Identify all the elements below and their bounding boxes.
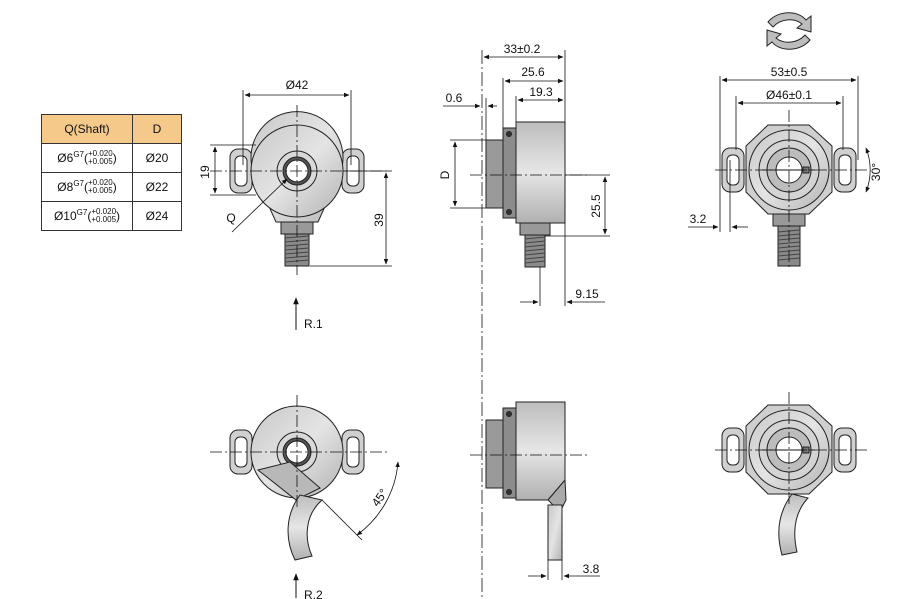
tol-upper: +0.020 xyxy=(87,178,113,188)
tolerance: (+0.020+0.005) xyxy=(87,207,121,225)
tol-upper: +0.020 xyxy=(87,149,113,159)
dim-right-30: 30° xyxy=(869,163,883,181)
dim-side-25-5: 25.5 xyxy=(589,194,603,218)
dim-side-25-6: 25.6 xyxy=(521,65,545,79)
dim-right-53: 53±0.5 xyxy=(771,65,808,79)
cable xyxy=(778,493,809,556)
tolerance: (+0.020+0.005) xyxy=(83,178,117,196)
cable-gland xyxy=(256,461,321,501)
rear-view-dims xyxy=(688,76,871,270)
dim-side-33: 33±0.2 xyxy=(504,42,541,56)
ccw-arrow-icon xyxy=(766,29,811,50)
cable xyxy=(547,504,563,561)
side-view-top xyxy=(485,121,566,268)
rear-view-bottom xyxy=(721,404,857,556)
dim-side-3-8: 3.8 xyxy=(583,562,600,576)
dim-side-d: D xyxy=(438,170,452,179)
rotation-arrows xyxy=(766,12,812,50)
side-view-dims xyxy=(443,50,610,599)
fit-class: G7 xyxy=(73,178,84,188)
cw-arrow-icon xyxy=(767,12,812,33)
dim-side-9-15: 9.15 xyxy=(575,287,599,301)
mounting-flange xyxy=(502,407,517,499)
housing xyxy=(515,121,566,224)
dim-angle-45: 45° xyxy=(369,486,391,509)
tol-upper: +0.020 xyxy=(91,207,117,217)
dim-side-19-3: 19.3 xyxy=(529,85,553,99)
dim-front-39: 39 xyxy=(372,213,386,227)
table-cell-d: Ø24 xyxy=(132,201,182,231)
tolerance: (+0.020+0.005) xyxy=(83,149,117,167)
side-view-bottom xyxy=(485,401,567,561)
shaft-diameter: Ø10 xyxy=(53,208,77,223)
table-cell-d: Ø20 xyxy=(132,143,182,173)
shaft-diameter: Ø6 xyxy=(57,150,74,165)
shaft-size-table: Q(Shaft) D Ø6G7(+0.020+0.005) Ø20 Ø8G7(+… xyxy=(41,114,182,231)
front-view-dims xyxy=(210,90,392,275)
dim-front-q: Q xyxy=(226,211,235,225)
table-header-row: Q(Shaft) D xyxy=(41,114,182,144)
cable xyxy=(287,494,324,561)
table-header-q: Q(Shaft) xyxy=(41,114,133,144)
side-view-bottom-dims xyxy=(470,454,600,580)
table-cell-q: Ø10G7(+0.020+0.005) xyxy=(41,201,133,231)
dim-front-diameter: Ø42 xyxy=(286,78,309,92)
dim-side-0-6: 0.6 xyxy=(446,91,463,105)
view-label-r1: R.1 xyxy=(304,317,323,331)
tol-lower: +0.005 xyxy=(87,186,113,196)
table-row: Ø10G7(+0.020+0.005) Ø24 xyxy=(41,201,182,231)
dim-right-3-2: 3.2 xyxy=(690,212,707,226)
mounting-flange xyxy=(502,127,517,219)
tol-lower: +0.005 xyxy=(87,157,113,167)
dim-front-19: 19 xyxy=(198,165,212,179)
fit-class: G7 xyxy=(76,207,88,217)
fit-class: G7 xyxy=(73,149,84,159)
hollow-shaft-hub xyxy=(485,139,504,209)
table-cell-q: Ø8G7(+0.020+0.005) xyxy=(41,172,133,202)
view-label-r2: R.2 xyxy=(304,588,323,599)
housing xyxy=(515,401,566,501)
tol-lower: +0.005 xyxy=(91,215,117,225)
rear-view-bottom-centerlines xyxy=(715,392,870,505)
shaft-diameter: Ø8 xyxy=(57,179,74,194)
connector-nut xyxy=(519,222,551,236)
dim-right-46: Ø46±0.1 xyxy=(766,88,812,102)
front-view-r2-dims xyxy=(210,395,400,541)
hollow-shaft-hub xyxy=(485,419,504,489)
